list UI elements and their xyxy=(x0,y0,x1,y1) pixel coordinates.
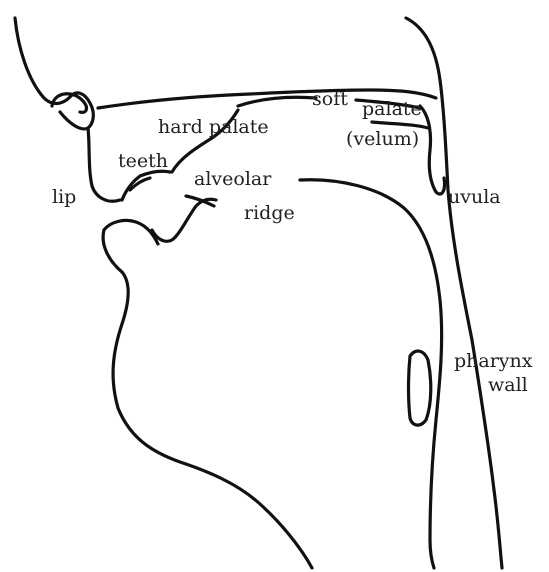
upper-lip-outline xyxy=(88,128,120,201)
label-pharynx: pharynx xyxy=(454,350,533,372)
label-hard-palate: hard palate xyxy=(158,116,269,138)
epiglottis-outline xyxy=(409,351,431,425)
label-soft: soft xyxy=(312,88,348,110)
label-uvula: uvula xyxy=(448,186,501,208)
lower-lip-outline xyxy=(104,220,158,244)
tongue-outline xyxy=(300,180,442,568)
label-wall: wall xyxy=(488,374,528,396)
label-palate: palate xyxy=(362,98,422,120)
label-lip: lip xyxy=(52,186,76,208)
label-alveolar: alveolar xyxy=(194,168,271,190)
lower-teeth-outline xyxy=(152,199,216,241)
upper-teeth-outline xyxy=(122,171,170,200)
uvula-outline xyxy=(420,106,445,194)
chin-outline xyxy=(103,230,312,568)
label-velum: (velum) xyxy=(346,128,419,150)
label-teeth: teeth xyxy=(118,150,168,172)
label-ridge: ridge xyxy=(244,202,295,224)
